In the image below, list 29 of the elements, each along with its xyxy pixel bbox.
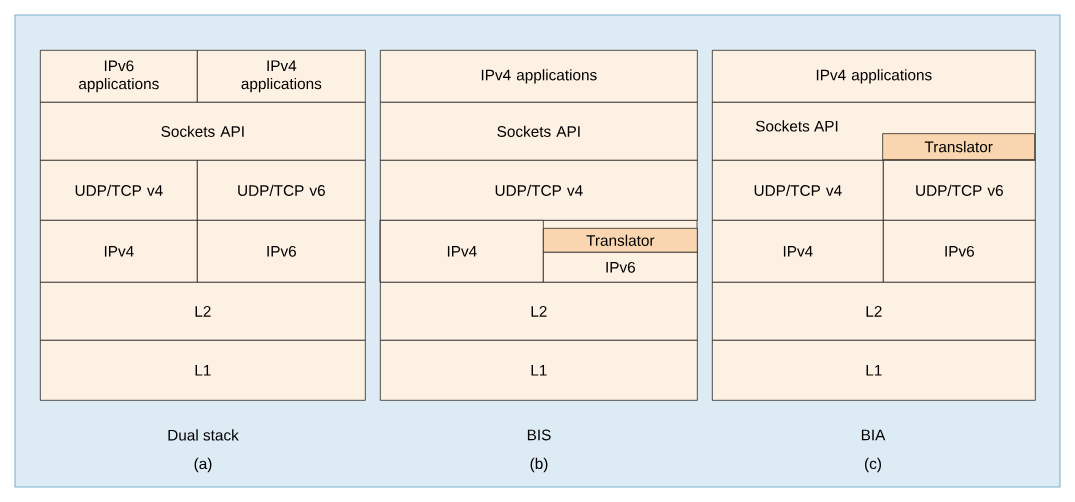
- layer-box: Sockets API: [380, 102, 698, 161]
- layer-box: UDP/TCP v4: [40, 160, 198, 221]
- caption: Dual stack: [168, 429, 239, 441]
- layer-box: IPv4: [380, 220, 544, 283]
- caption: BIS: [527, 429, 551, 441]
- layer-box: UDP/TCP v6: [883, 160, 1036, 221]
- caption: BIA: [861, 429, 886, 441]
- layer-box: IPv6: [883, 220, 1036, 283]
- layer-box: IPv4 applications: [712, 50, 1036, 103]
- layer-box: IPv6 applications: [40, 50, 198, 103]
- layer-box: IPv4 applications: [380, 50, 698, 103]
- layer-box: IPv6: [197, 220, 366, 283]
- layer-box: IPv4 applications: [197, 50, 366, 103]
- layer-box: L2: [712, 282, 1036, 341]
- caption: (a): [194, 457, 212, 473]
- layer-box: IPv6: [543, 252, 698, 283]
- translator-box: Translator: [882, 133, 1035, 160]
- caption: (b): [530, 457, 548, 473]
- translator-box: Translator: [543, 228, 698, 253]
- caption: (c): [865, 457, 881, 473]
- layer-box: L1: [380, 340, 698, 401]
- layer-box: L1: [40, 340, 366, 401]
- layer-box: L2: [40, 282, 366, 341]
- layer-box: L1: [712, 340, 1036, 401]
- layer-box: UDP/TCP v4: [380, 160, 698, 221]
- layer-box: IPv4: [712, 220, 884, 283]
- layer-box: UDP/TCP v4: [712, 160, 884, 221]
- layer-box: IPv4: [40, 220, 198, 283]
- layer-box: UDP/TCP v6: [197, 160, 366, 221]
